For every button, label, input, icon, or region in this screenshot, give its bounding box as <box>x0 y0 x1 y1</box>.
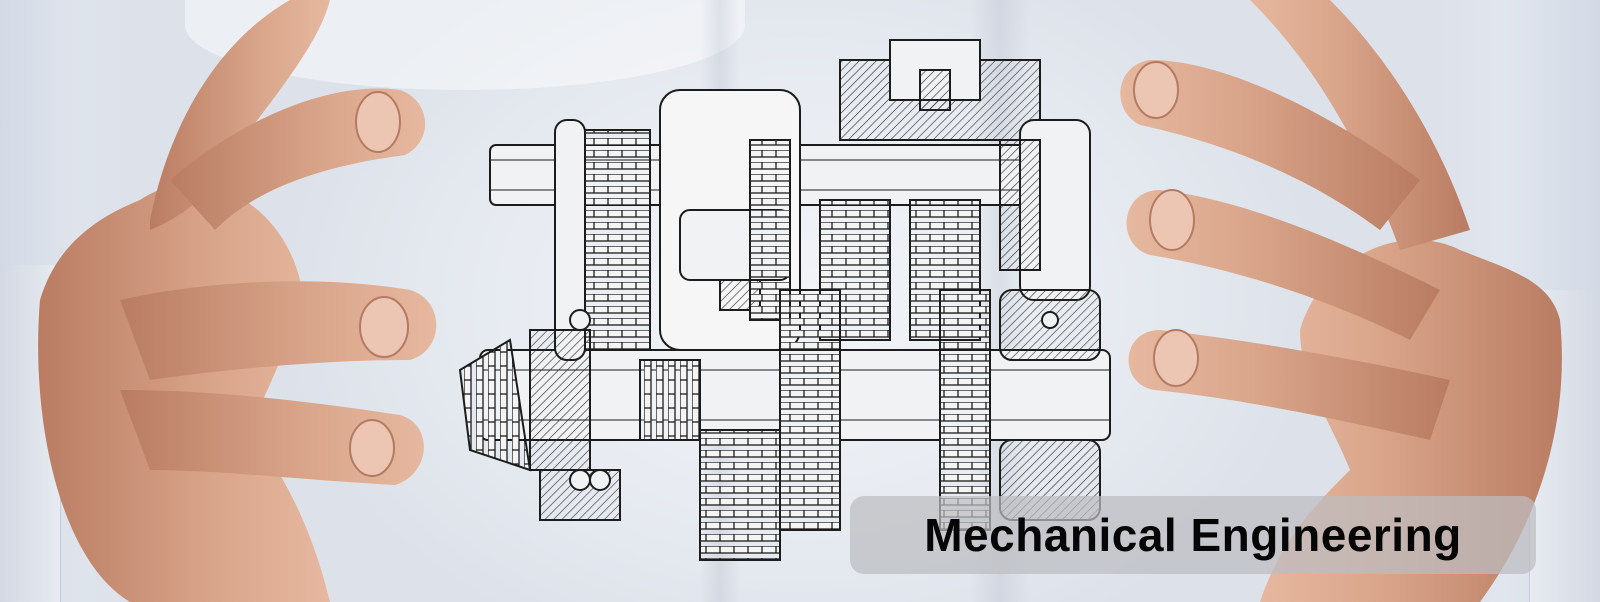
caption-box: Mechanical Engineering <box>850 496 1536 574</box>
left-hand-icon <box>38 0 437 602</box>
banner-caption: Mechanical Engineering <box>924 509 1462 561</box>
